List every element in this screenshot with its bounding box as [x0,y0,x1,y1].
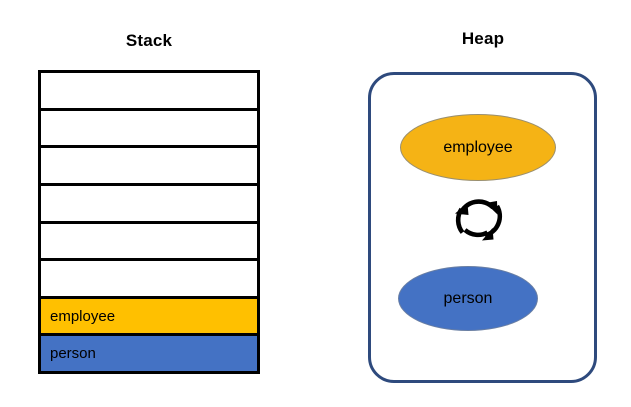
stack-container: employee person [38,70,260,374]
stack-cell-1 [41,110,257,149]
stack-cell-0 [41,73,257,111]
stack-cell-3 [41,185,257,224]
heap-title: Heap [461,29,505,48]
circular-arrows-icon [452,192,506,246]
stack-cell-4 [41,223,257,262]
stack-cell-employee: employee [41,298,257,337]
heap-object-person: person [398,266,538,331]
stack-cell-2 [41,148,257,186]
heap-object-employee: employee [400,114,556,181]
stack-cell-5 [41,261,257,299]
stack-cell-person: person [41,336,257,371]
stack-title: Stack [125,31,173,50]
